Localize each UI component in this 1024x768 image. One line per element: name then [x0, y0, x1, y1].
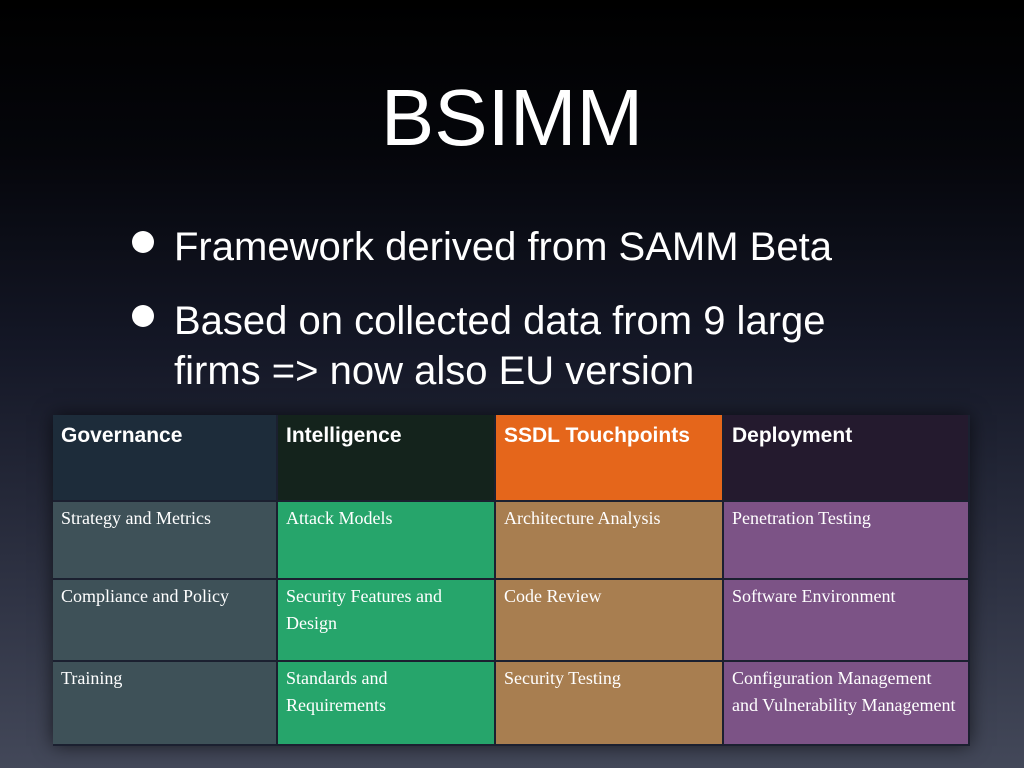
cell-code-review: Code Review [496, 580, 724, 662]
header-governance: Governance [53, 415, 278, 502]
cell-attack-models: Attack Models [278, 502, 496, 580]
cell-compliance-and-policy: Compliance and Policy [53, 580, 278, 662]
bullet-list: Framework derived from SAMM Beta Based o… [130, 222, 890, 420]
bullet-dot-icon [132, 231, 154, 253]
bullet-item: Based on collected data from 9 large fir… [130, 296, 890, 396]
header-ssdl-touchpoints: SSDL Touchpoints [496, 415, 724, 502]
cell-training: Training [53, 662, 278, 746]
cell-software-environment: Software Environment [724, 580, 970, 662]
cell-standards-and-requirements: Standards and Requirements [278, 662, 496, 746]
cell-architecture-analysis: Architecture Analysis [496, 502, 724, 580]
bullet-item: Framework derived from SAMM Beta [130, 222, 890, 272]
cell-configuration-management: Configuration Management and Vulnerabili… [724, 662, 970, 746]
slide-title: BSIMM [380, 73, 644, 162]
bullet-text: Based on collected data from 9 large fir… [174, 299, 826, 393]
bullet-text: Framework derived from SAMM Beta [174, 225, 832, 269]
cell-strategy-and-metrics: Strategy and Metrics [53, 502, 278, 580]
bsimm-table: Governance Intelligence SSDL Touchpoints… [53, 415, 970, 746]
cell-penetration-testing: Penetration Testing [724, 502, 970, 580]
cell-security-testing: Security Testing [496, 662, 724, 746]
bullet-dot-icon [132, 305, 154, 327]
header-intelligence: Intelligence [278, 415, 496, 502]
cell-security-features-and-design: Security Features and Design [278, 580, 496, 662]
header-deployment: Deployment [724, 415, 970, 502]
